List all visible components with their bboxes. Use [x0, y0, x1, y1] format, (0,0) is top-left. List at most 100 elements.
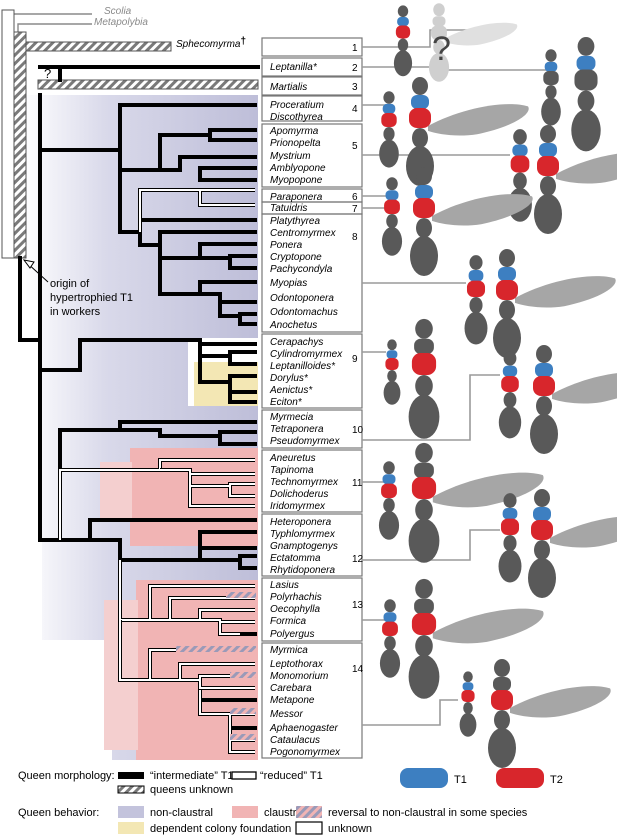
taxon-label: Monomorium	[270, 671, 328, 682]
taxon-label: Formica	[270, 616, 307, 627]
taxon-label: Odontoponera	[270, 293, 334, 304]
legend-t2-swatch	[496, 768, 544, 788]
unknown-queen-question-mark: ?	[432, 30, 451, 68]
taxon-label: Tatuidris	[270, 203, 307, 214]
unknown-position-mark: ?	[44, 66, 51, 81]
stem-lines	[1, 9, 259, 259]
legend-intermediate-label: “intermediate” T1	[150, 770, 234, 782]
taxon-label: Leptanilla*	[270, 62, 318, 73]
legend-unknown-swatch	[295, 821, 323, 835]
ant-figure	[408, 318, 440, 439]
legend-t1-label: T1	[454, 774, 467, 786]
behaviour-shading	[22, 92, 364, 762]
legend-unknown-label: unknown	[328, 823, 372, 835]
taxon-label: Aenictus*	[269, 385, 313, 396]
ant-figure	[571, 36, 601, 152]
fossil-taxon-label: Sphecomyrma†	[176, 36, 246, 50]
origin-annotation: origin of hypertrophied T1 in workers	[22, 259, 133, 318]
outgroup-label-metapolybia: Metapolybia	[94, 17, 148, 28]
legend-t2-label: T2	[550, 774, 563, 786]
ant-figure	[408, 578, 544, 699]
ant-figure	[541, 49, 561, 126]
taxon-label: Polyrhachis	[270, 592, 322, 603]
taxon-label: Dorylus*	[270, 373, 309, 384]
taxon-label: Cerapachys	[270, 337, 323, 348]
clade-number: 1	[352, 43, 358, 54]
tree-intermediate	[18, 65, 260, 730]
legend-dependent-swatch	[118, 822, 144, 834]
ant-figure	[488, 659, 611, 768]
ant-illustrations: ?	[378, 3, 617, 768]
ant-figure	[530, 345, 617, 454]
taxon-label: Myrmecia	[270, 412, 314, 423]
ant-figure	[383, 339, 401, 405]
legend-reversal-swatch	[296, 806, 322, 818]
ant-figure	[381, 177, 403, 256]
legend-morphology-title: Queen morphology:	[18, 770, 115, 782]
taxon-label: Pachycondyla	[270, 264, 333, 275]
legend-intermediate-swatch	[118, 772, 144, 779]
taxon-label: Anochetus	[269, 320, 317, 331]
legend-nonclaustral-label: non-claustral	[150, 807, 213, 819]
clade-number: 8	[352, 232, 358, 243]
legend-queens-unknown-label: queens unknown	[150, 784, 233, 796]
legend-reduced-label: “reduced” T1	[260, 770, 323, 782]
clade-number: 7	[352, 204, 358, 215]
taxon-label: Prionopelta	[270, 138, 321, 149]
clade-number: 6	[352, 192, 358, 203]
ant-figure	[393, 5, 413, 77]
taxon-label: Polyergus	[270, 629, 314, 640]
ant-figure	[534, 125, 617, 234]
clade-number: 13	[352, 600, 364, 611]
taxon-label: Aneuretus	[269, 453, 316, 464]
legend-behavior-title: Queen behavior:	[18, 807, 99, 819]
taxon-label: Typhlomyrmex	[270, 529, 336, 540]
fossil-name: Sphecomyrma	[176, 39, 241, 50]
ant-figure	[428, 3, 518, 82]
taxon-label: Pogonomyrmex	[270, 747, 341, 758]
taxon-label: Eciton*	[270, 397, 303, 408]
taxon-label: Tetraponera	[270, 424, 324, 435]
taxon-label: Leptothorax	[270, 659, 324, 670]
taxon-label: Myopias	[270, 278, 307, 289]
taxon-label: Myopopone	[270, 175, 323, 186]
clade-number: 10	[352, 425, 364, 436]
taxon-label: Pseudomyrmex	[270, 436, 340, 447]
clade-number: 12	[352, 554, 364, 565]
taxon-labels: Leptanilla* MartialisProceratiumDiscothyr…	[269, 62, 343, 758]
ant-figure	[493, 249, 616, 358]
taxon-label: Cylindromyrmex	[270, 349, 343, 360]
taxon-label: Metapone	[270, 695, 315, 706]
taxon-label: Centromyrmex	[270, 228, 337, 239]
clade-number: 14	[352, 664, 364, 675]
legend-reduced-swatch	[231, 771, 257, 780]
taxon-label: Myrmica	[270, 645, 308, 656]
taxon-label: Iridomyrmex	[270, 501, 326, 512]
taxon-label: Leptanilloides*	[270, 361, 336, 372]
taxon-label: Discothyrea	[270, 112, 323, 123]
taxon-label: Proceratium	[270, 100, 324, 111]
legend: Queen morphology: “intermediate” T1 “red…	[18, 768, 563, 835]
taxon-label: Odontomachus	[270, 307, 338, 318]
extinct-mark: †	[240, 36, 246, 47]
ant-figure	[498, 351, 522, 439]
clade-number: 11	[352, 478, 363, 489]
clade-number: 3	[352, 82, 358, 93]
annotation-line2: hypertrophied T1	[50, 292, 133, 304]
ant-figure	[379, 91, 399, 168]
taxon-label: Tapinoma	[270, 465, 314, 476]
taxon-label: Lasius	[270, 580, 299, 591]
annotation-line1: origin of	[50, 278, 90, 290]
taxon-label: Platythyrea	[270, 216, 320, 227]
ant-figure	[459, 671, 477, 737]
taxon-label: Cataulacus	[270, 735, 320, 746]
ant-figure	[410, 167, 533, 276]
outgroup-label-scolia: Scolia	[104, 6, 132, 17]
taxon-label: Martialis	[270, 82, 307, 93]
tree-reduced	[58, 188, 255, 754]
legend-dependent-label: dependent colony foundation	[150, 823, 291, 835]
ant-figure	[408, 442, 544, 563]
clade-number: 9	[352, 354, 358, 365]
